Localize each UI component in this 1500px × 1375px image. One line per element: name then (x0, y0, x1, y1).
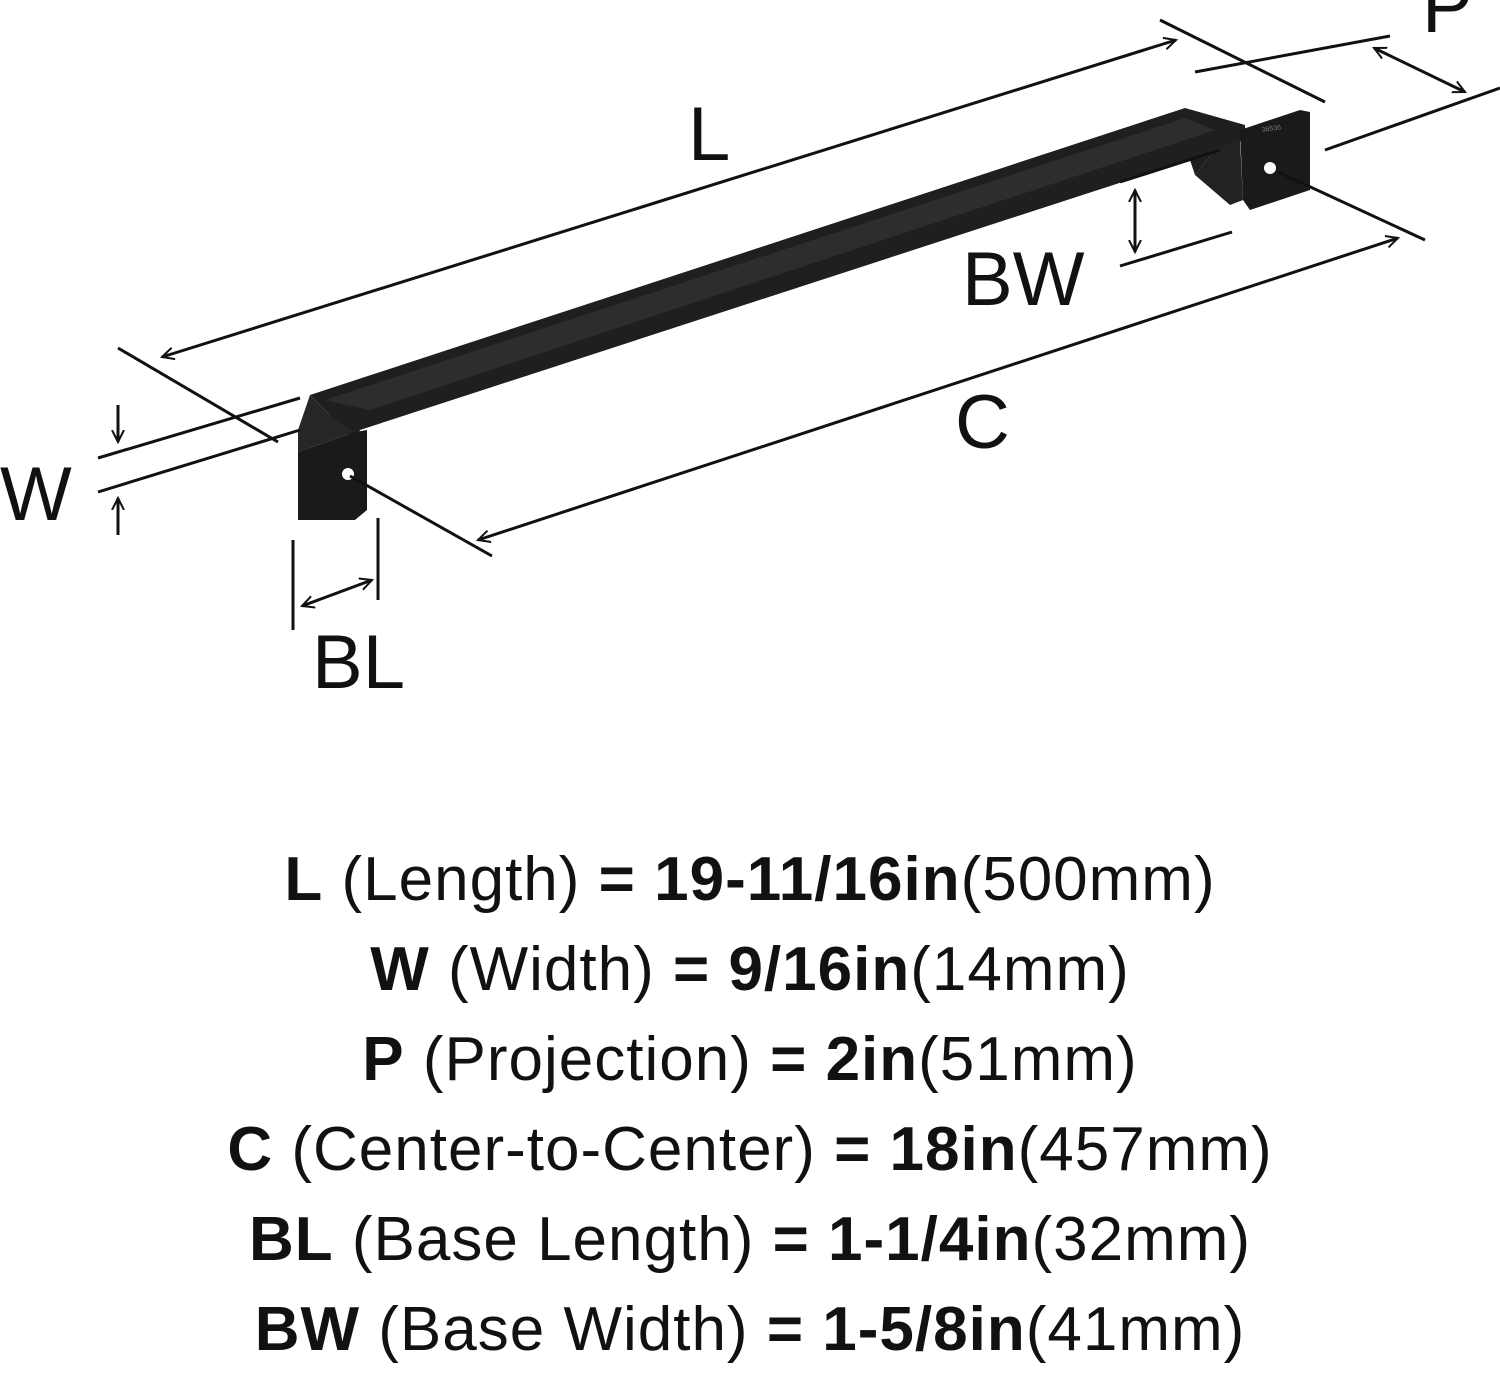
label-l: L (688, 92, 730, 177)
part-stamp: 36536 (1261, 124, 1281, 134)
bl-dimension-arrow (302, 580, 372, 606)
spec-name: (Base Length) (351, 1205, 755, 1274)
spec-eq: = (834, 1115, 872, 1184)
l-extension-left (117, 346, 279, 444)
label-bl: BL (312, 620, 405, 705)
spec-imperial: 19-11/16in (654, 845, 961, 914)
bw-extension-top (1119, 148, 1221, 184)
spec-length: L (Length) = 19-11/16in(500mm) (0, 835, 1500, 925)
p-extension-top (1194, 34, 1391, 74)
right-base (1240, 110, 1310, 210)
left-base (298, 430, 367, 520)
spec-code: L (284, 845, 324, 914)
spec-center-to-center: C (Center-to-Center) = 18in(457mm) (0, 1105, 1500, 1195)
l-dimension-arrow (162, 40, 1176, 357)
c-extension-right (1277, 170, 1426, 242)
spec-metric: (457mm) (1017, 1115, 1273, 1184)
c-dimension-arrow (478, 238, 1398, 540)
spec-eq: = (598, 845, 636, 914)
right-screw-hole (1264, 162, 1276, 174)
label-p: P (1422, 0, 1473, 49)
p-extension-bottom (1324, 86, 1500, 152)
spec-eq: = (770, 1025, 808, 1094)
spec-metric: (32mm) (1031, 1205, 1252, 1274)
spec-code: W (370, 935, 430, 1004)
spec-imperial: 1-5/8in (822, 1295, 1026, 1364)
spec-name: (Length) (341, 845, 581, 914)
spec-metric: (500mm) (960, 845, 1216, 914)
c-extension-left (349, 474, 493, 558)
spec-eq: = (766, 1295, 805, 1364)
spec-name: (Base Width) (378, 1295, 749, 1364)
specifications-list: L (Length) = 19-11/16in(500mm) W (Width)… (0, 835, 1500, 1375)
spec-code: BL (248, 1205, 334, 1274)
spec-code: P (362, 1025, 405, 1094)
w-extension-top (97, 396, 301, 460)
spec-metric: (51mm) (918, 1025, 1138, 1094)
spec-name: (Center-to-Center) (291, 1115, 816, 1184)
spec-imperial: 1-1/4in (828, 1205, 1032, 1274)
l-extension-right (1159, 18, 1326, 104)
spec-imperial: 2in (825, 1025, 919, 1094)
label-w: W (0, 452, 72, 537)
spec-base-length: BL (Base Length) = 1-1/4in(32mm) (0, 1195, 1500, 1285)
spec-eq: = (672, 935, 711, 1004)
spec-name: (Projection) (422, 1025, 752, 1094)
spec-width: W (Width) = 9/16in(14mm) (0, 925, 1500, 1015)
spec-eq: = (772, 1205, 810, 1274)
spec-imperial: 18in (889, 1115, 1018, 1184)
pull-handle-diagram: 36536 L P BW C W BL (0, 0, 1500, 705)
spec-code: BW (254, 1295, 361, 1364)
label-c: C (955, 380, 1010, 465)
spec-metric: (41mm) (1025, 1295, 1246, 1364)
spec-metric: (14mm) (910, 935, 1130, 1004)
spec-projection: P (Projection) = 2in(51mm) (0, 1015, 1500, 1105)
spec-imperial: 9/16in (728, 935, 911, 1004)
spec-code: C (227, 1115, 274, 1184)
p-dimension-arrow (1374, 46, 1465, 94)
spec-base-width: BW (Base Width) = 1-5/8in(41mm) (0, 1285, 1500, 1375)
label-bw: BW (962, 237, 1085, 322)
w-extension-bottom (97, 428, 301, 494)
spec-name: (Width) (447, 935, 655, 1004)
bw-extension-bottom (1119, 230, 1233, 268)
